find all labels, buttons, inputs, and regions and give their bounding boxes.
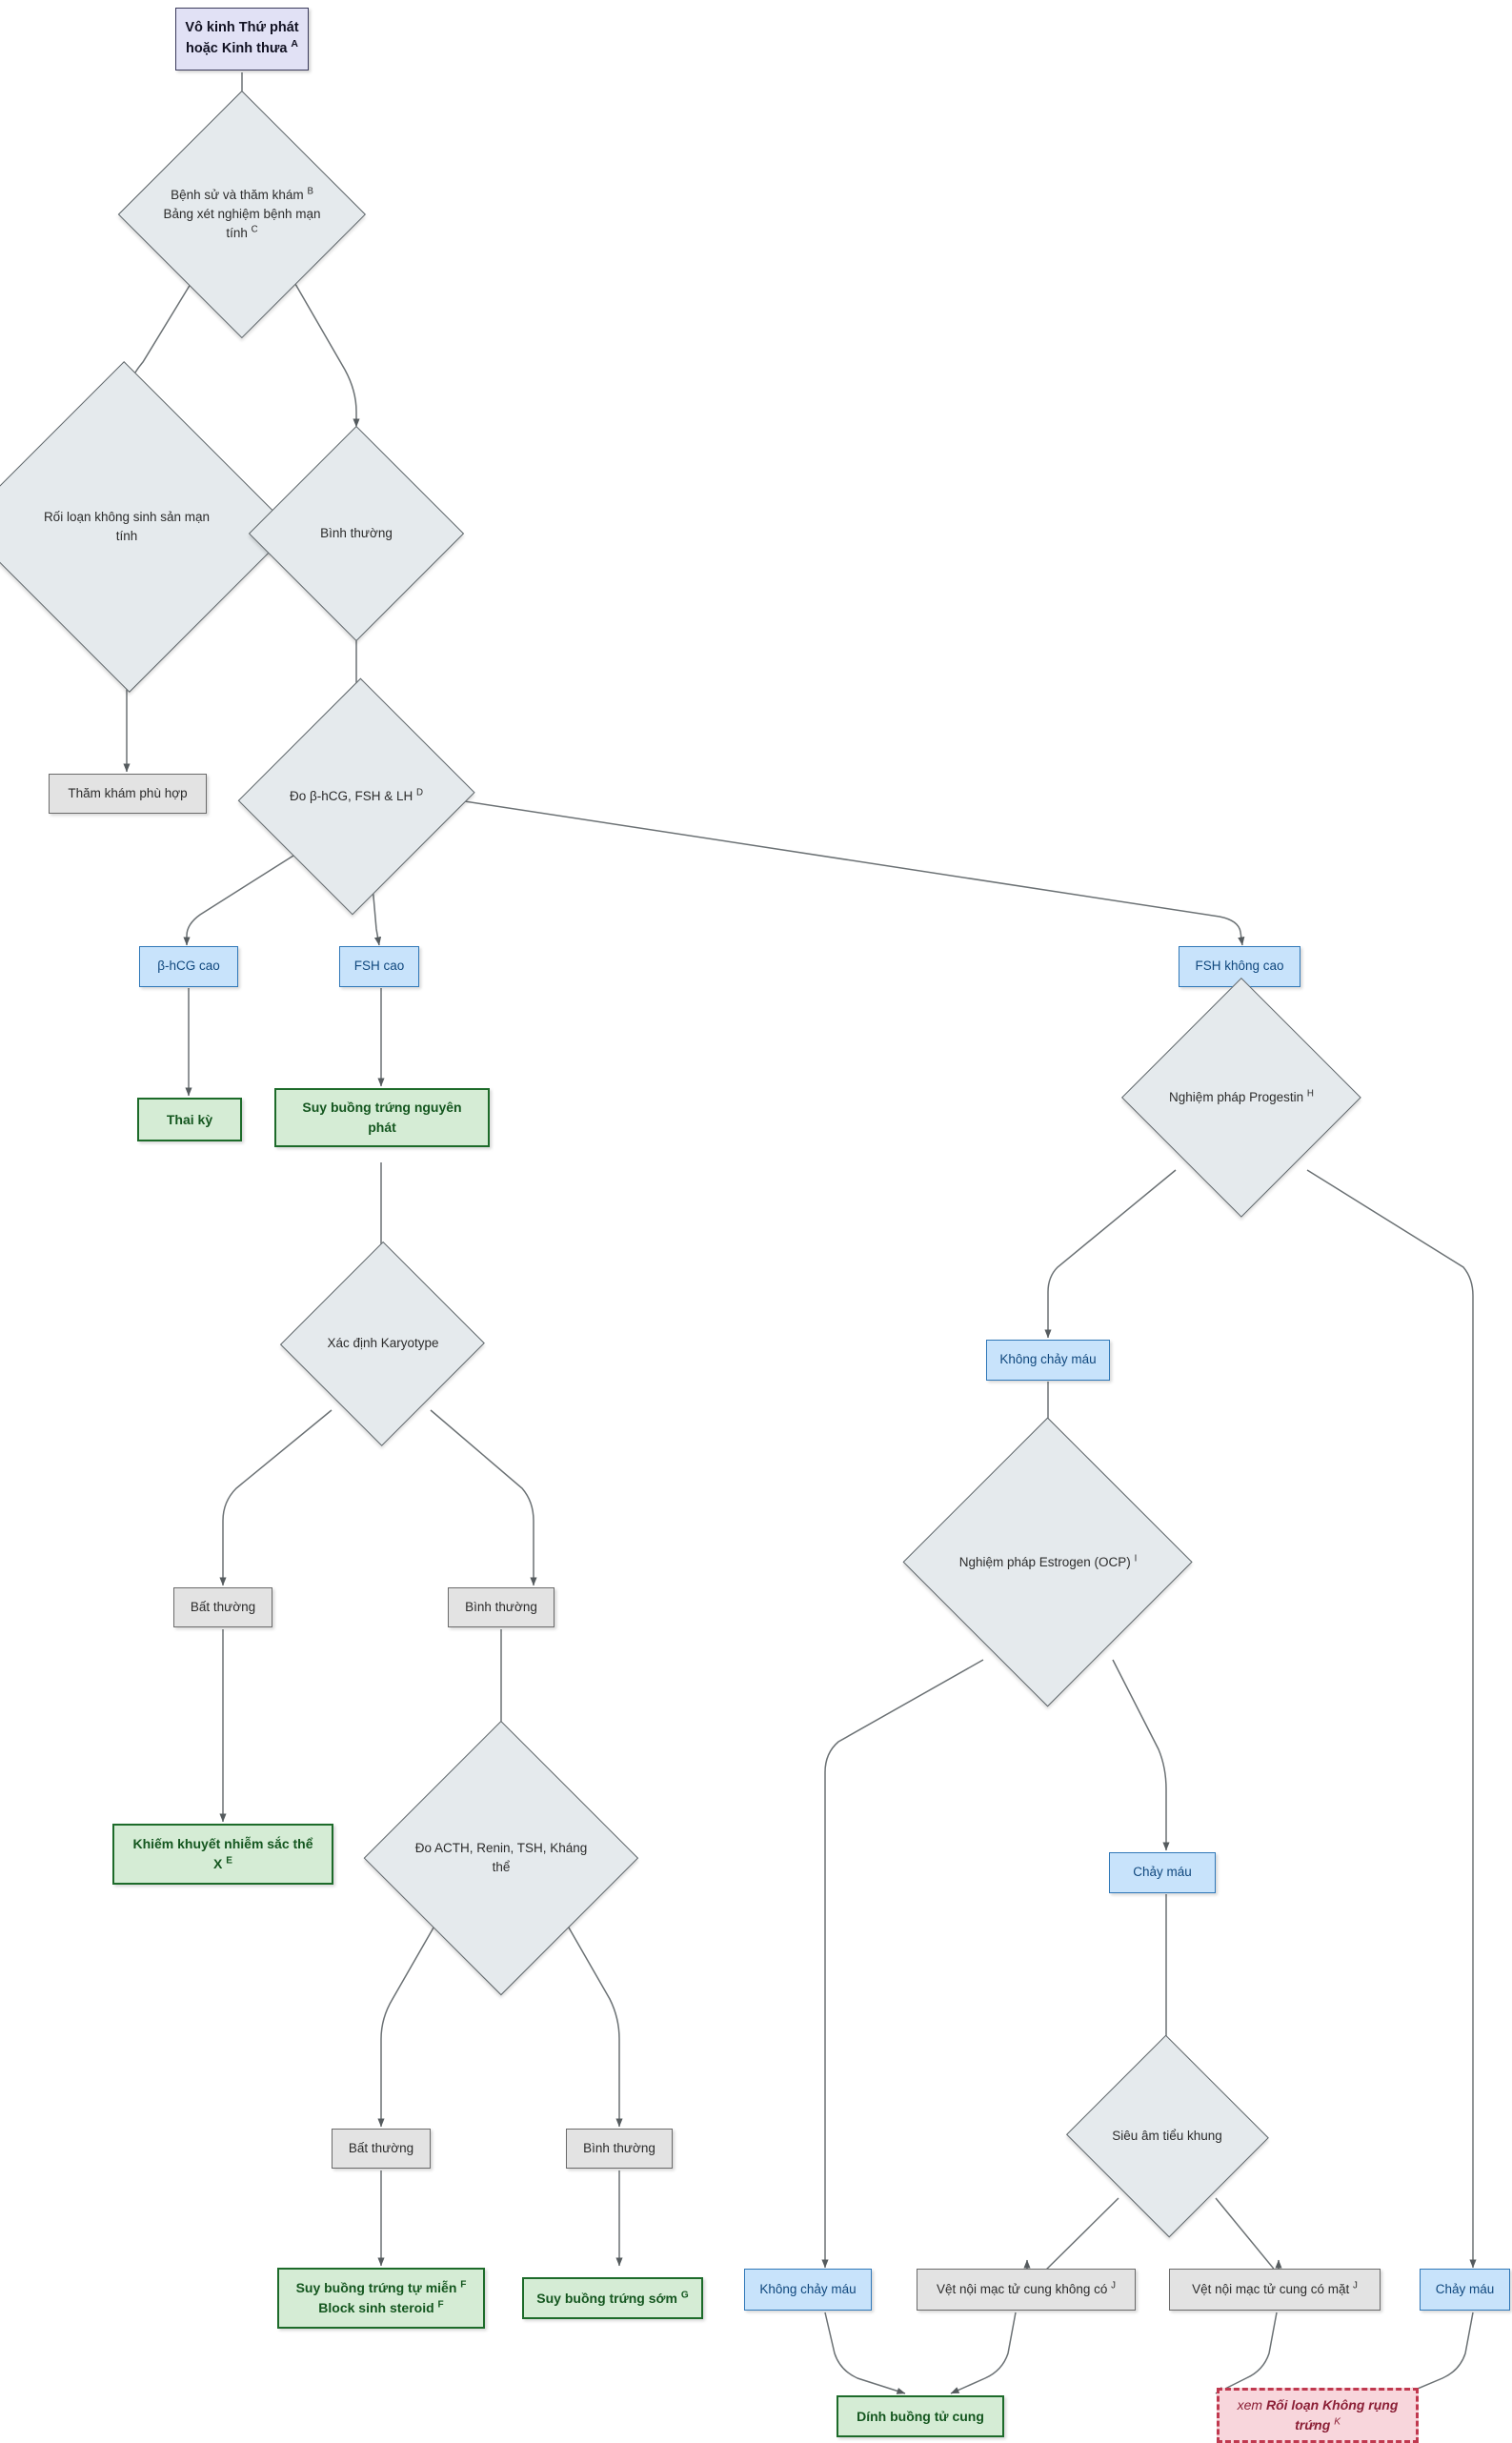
node-premature-ovarian-failure-label: Suy buồng trứng sớm G — [536, 2289, 689, 2306]
node-bleeding-progestin[interactable]: Chảy máu — [1420, 2269, 1510, 2311]
footnote-f2: F — [437, 2299, 444, 2311]
node-primary-ovarian-failure-label: Suy buồng trứng nguyên phát — [302, 1100, 462, 1135]
node-karyotype-normal[interactable]: Bình thường — [448, 1587, 554, 1627]
node-acth-abnormal[interactable]: Bất thường — [332, 2129, 431, 2169]
node-bleeding-1-label: Chảy máu — [1133, 1865, 1192, 1880]
node-pelvic-ultrasound-label: Siêu âm tiểu khung — [1112, 2128, 1222, 2143]
node-progestin-challenge-test[interactable]: Nghiệm pháp Progestin H — [1113, 978, 1370, 1218]
node-anovulation-reference[interactable]: xem Rối loạn Không rụng trứng K — [1217, 2388, 1419, 2443]
node-measure-hcg-label: Đo β-hCG, FSH & LH D — [289, 787, 424, 803]
node-fsh-not-high-label: FSH không cao — [1195, 959, 1284, 974]
node-no-bleeding-estrogen[interactable]: Không chảy máu — [744, 2269, 872, 2311]
node-appropriate-exam-label: Thăm khám phù hợp — [68, 785, 188, 800]
footnote-c: C — [251, 224, 258, 235]
node-fsh-high[interactable]: FSH cao — [339, 946, 419, 987]
node-karyotype-abnormal[interactable]: Bất thường — [173, 1587, 272, 1627]
node-pelvic-ultrasound[interactable]: Siêu âm tiểu khung — [1065, 2034, 1269, 2238]
node-fsh-high-label: FSH cao — [353, 959, 405, 974]
node-start-secondary-amenorrhea[interactable]: Vô kinh Thứ phát hoặc Kinh thưa A — [175, 8, 309, 71]
node-start-label: Vô kinh Thứ phát hoặc Kinh thưa A — [185, 20, 299, 56]
node-estrogen-label: Nghiệm pháp Estrogen (OCP) I — [958, 1553, 1138, 1569]
node-measure-bhcg-fsh-lh[interactable]: Đo β-hCG, FSH & LH D — [237, 677, 475, 916]
node-bhcg-high[interactable]: β-hCG cao — [139, 946, 238, 987]
node-chronic-non-reproductive-disorder[interactable]: Rối loạn không sinh sản mạn tính — [0, 361, 292, 693]
node-primary-ovarian-failure[interactable]: Suy buồng trứng nguyên phát — [274, 1088, 490, 1147]
node-acth-normal-label: Bình thường — [583, 2140, 655, 2155]
node-history-label: Bệnh sử và thăm khám B Bảng xét nghiệm b… — [163, 186, 321, 241]
node-bleeding-estrogen[interactable]: Chảy máu — [1109, 1852, 1216, 1893]
footnote-g: G — [680, 2289, 689, 2300]
footnote-j1: J — [1111, 2280, 1116, 2292]
node-measure-acth-label: Đo ACTH, Renin, TSH, Kháng thể — [414, 1840, 588, 1874]
node-appropriate-examination[interactable]: Thăm khám phù hợp — [49, 774, 207, 814]
node-pregnancy-label: Thai kỳ — [166, 1111, 213, 1127]
footnote-h: H — [1306, 1088, 1314, 1100]
footnote-b: B — [307, 186, 313, 197]
node-normal-label: Bình thường — [320, 525, 393, 540]
footnote-k: K — [1334, 2416, 1341, 2428]
node-anovulation-reference-label: xem Rối loạn Không rụng trứng K — [1237, 2397, 1399, 2433]
node-estrogen-ocp-test[interactable]: Nghiệm pháp Estrogen (OCP) I — [902, 1417, 1194, 1708]
node-karyotype-label: Xác định Karyotype — [327, 1335, 439, 1350]
node-progestin-label: Nghiệm pháp Progestin H — [1169, 1088, 1314, 1104]
node-no-bleeding-progestin[interactable]: Không chảy máu — [986, 1340, 1110, 1381]
node-asherman-label: Dính buồng tử cung — [857, 2408, 984, 2424]
footnote-e: E — [226, 1855, 232, 1867]
node-determine-karyotype[interactable]: Xác định Karyotype — [280, 1241, 486, 1446]
node-acth-normal[interactable]: Bình thường — [566, 2129, 673, 2169]
node-autoimmune-ovarian-failure-label: Suy buồng trứng tự miễn F Block sinh ste… — [295, 2279, 467, 2315]
footnote-f1: F — [460, 2279, 467, 2291]
node-asherman-syndrome[interactable]: Dính buồng tử cung — [837, 2395, 1004, 2437]
node-karyotype-abnormal-label: Bất thường — [190, 1599, 256, 1614]
node-no-bleeding-1-label: Không chảy máu — [999, 1352, 1097, 1367]
node-bleeding-2-label: Chảy máu — [1435, 2281, 1495, 2296]
node-bhcg-high-label: β-hCG cao — [157, 959, 220, 974]
node-no-bleeding-2-label: Không chảy máu — [759, 2281, 857, 2296]
node-premature-ovarian-failure[interactable]: Suy buồng trứng sớm G — [522, 2277, 703, 2319]
node-karyotype-normal-label: Bình thường — [465, 1599, 537, 1614]
node-history-and-exam[interactable]: Bệnh sử và thăm khám B Bảng xét nghiệm b… — [117, 91, 366, 339]
footnote-j2: J — [1353, 2280, 1358, 2292]
footnote-i: I — [1134, 1553, 1138, 1565]
footnote-a: A — [291, 39, 298, 50]
node-endometrial-stripe-present[interactable]: Vệt nội mạc tử cung có mặt J — [1169, 2269, 1381, 2311]
node-endometrial-stripe-absent[interactable]: Vệt nội mạc tử cung không có J — [917, 2269, 1136, 2311]
node-acth-abnormal-label: Bất thường — [348, 2140, 414, 2155]
node-autoimmune-ovarian-failure[interactable]: Suy buồng trứng tự miễn F Block sinh ste… — [277, 2268, 485, 2329]
node-endometrial-absent-label: Vệt nội mạc tử cung không có J — [936, 2280, 1116, 2296]
node-normal-result[interactable]: Bình thường — [248, 425, 465, 642]
node-pregnancy[interactable]: Thai kỳ — [137, 1098, 242, 1141]
footnote-d: D — [416, 787, 424, 798]
node-measure-acth-renin-tsh-antibody[interactable]: Đo ACTH, Renin, TSH, Kháng thể — [363, 1720, 639, 1996]
node-x-chromosome-defect[interactable]: Khiếm khuyết nhiễm sắc thể X E — [112, 1824, 333, 1885]
node-x-chromosome-defect-label: Khiếm khuyết nhiễm sắc thể X E — [132, 1836, 313, 1871]
node-endometrial-present-label: Vệt nội mạc tử cung có mặt J — [1192, 2280, 1358, 2296]
node-chronic-label: Rối loạn không sinh sản mạn tính — [43, 509, 211, 543]
